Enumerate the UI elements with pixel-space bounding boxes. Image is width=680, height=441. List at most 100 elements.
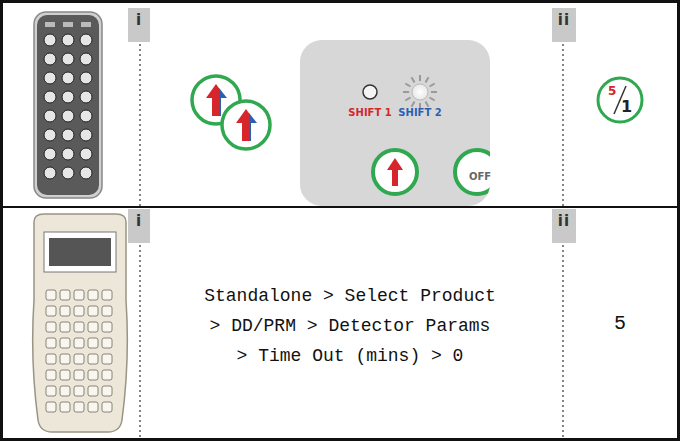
remote-key [62,167,74,179]
remote-key [80,91,92,103]
keypad-key [74,338,84,348]
remote-key [44,34,56,46]
button-label: SHIFT 2 [398,107,441,118]
remote-fragment [300,40,490,206]
keypad-key [74,306,84,316]
fraction-part: 5 [608,84,616,98]
keypad-key [74,322,84,332]
light-ray [412,102,415,107]
remote-key [80,148,92,160]
keypad-key [88,322,98,332]
remote-key [44,148,56,160]
light-ray [405,98,410,101]
keypad-key [102,338,112,348]
remote-key [44,167,56,179]
step-marker: ii [552,8,576,42]
keypad-key [88,370,98,380]
remote-key [62,129,74,141]
light-ray [430,84,435,87]
remote-key [44,53,56,65]
remote-key [44,91,56,103]
keypad-key [102,290,112,300]
light-ray [430,98,435,101]
keypad-key [74,402,84,412]
setting-value: 5 [614,312,626,335]
keypad-key [74,370,84,380]
step-marker: ii [552,209,576,243]
keypad-key [46,402,56,412]
step-marker: i [128,8,150,42]
keypad-key [46,370,56,380]
keypad-key [102,322,112,332]
remote-key [80,110,92,122]
remote-key [44,72,56,84]
keypad-key [102,370,112,380]
light-ray [419,75,421,81]
remote-key [62,110,74,122]
keypad-key [102,402,112,412]
keypad-key [102,306,112,316]
fraction-badge: 51 [598,78,642,122]
keypad-key [102,354,112,364]
keypad-key [60,338,70,348]
keypad-key [60,386,70,396]
remote-key [62,72,74,84]
light-ray [426,77,429,82]
remote-key [44,110,56,122]
remote-led [81,22,91,27]
keypad-key [60,354,70,364]
light-ray [405,84,410,87]
menu-path: Standalone > Select Product > DD/PRM > D… [200,281,500,371]
up-arrow-buttons [192,76,270,149]
keypad-key [74,386,84,396]
step-number: ii [558,11,570,29]
keypad-key [46,290,56,300]
remote-control [34,12,102,198]
light-ray [403,91,409,93]
keypad-key [88,402,98,412]
keypad-key [46,354,56,364]
remote-key [62,148,74,160]
step-number: ii [558,212,570,230]
step-marker: i [128,209,150,243]
keypad-key [88,354,98,364]
keypad-key [74,290,84,300]
light-ray [431,91,437,93]
keypad-key [102,386,112,396]
remote-key [80,72,92,84]
keypad-key [88,290,98,300]
remote-key [80,34,92,46]
remote-led [45,22,55,27]
fraction-part: 1 [621,97,632,116]
handheld-programmer [33,214,128,432]
remote-key [62,91,74,103]
button-label: OFF [469,171,491,182]
keypad-key [46,386,56,396]
keypad-key [46,322,56,332]
keypad-key [88,386,98,396]
keypad-key [60,402,70,412]
light-ray [412,77,415,82]
keypad-key [88,306,98,316]
remote-key [62,34,74,46]
keypad-key [60,370,70,380]
row-divider [0,206,680,208]
remote-key [44,129,56,141]
remote-key [62,53,74,65]
keypad-key [60,290,70,300]
step-number: i [136,11,142,29]
keypad-key [60,306,70,316]
fraction-circle [598,78,642,122]
remote-key [80,167,92,179]
keypad-key [74,354,84,364]
button-label: SHIFT 1 [348,107,391,118]
keypad-key [60,322,70,332]
remote-key [80,129,92,141]
light-ray [426,102,429,107]
keypad-key [46,338,56,348]
remote-led [63,22,73,27]
